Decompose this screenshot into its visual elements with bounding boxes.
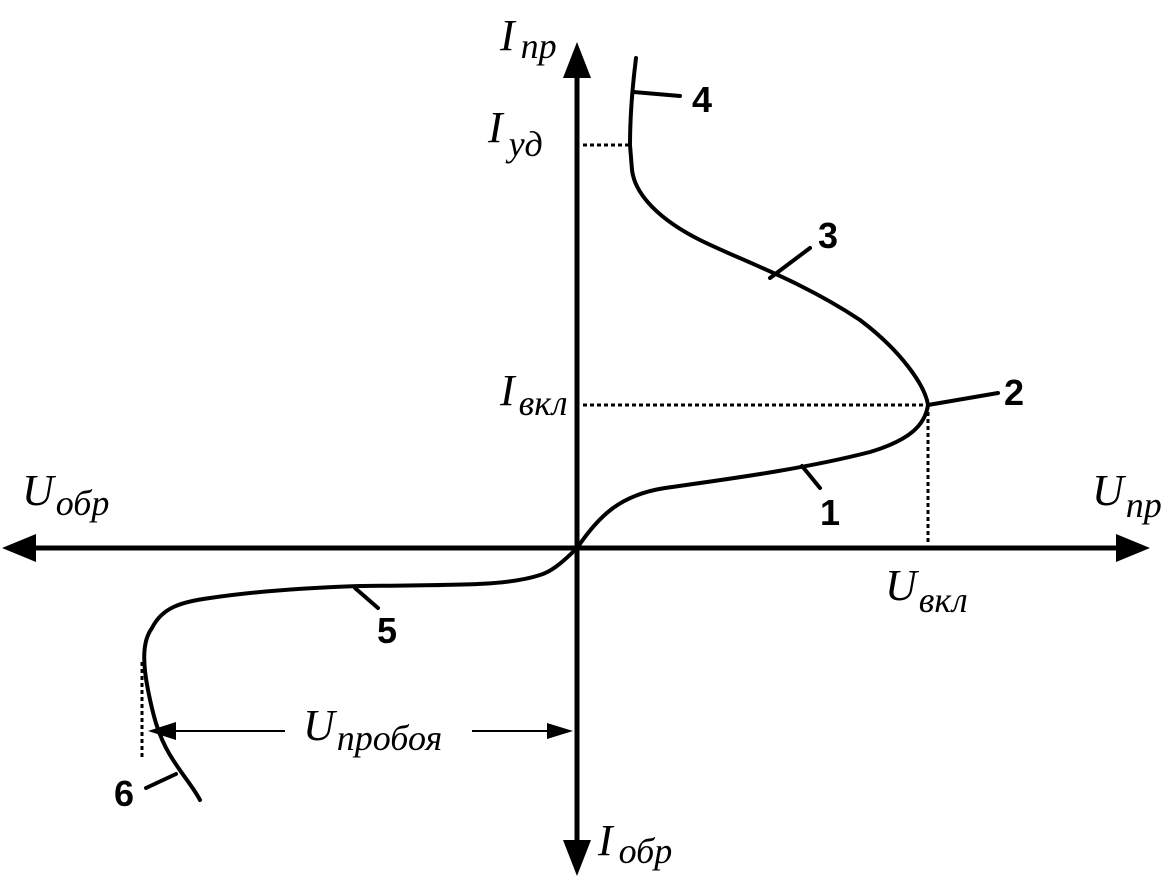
forward-current-arrowhead — [563, 42, 591, 78]
reverse-voltage-arrowhead — [2, 534, 36, 562]
region-4-leader — [632, 90, 682, 98]
region-2-number: 2 — [1004, 372, 1024, 413]
forward-voltage-arrowhead — [1116, 534, 1150, 562]
breakdown-arrowhead-right — [547, 723, 573, 739]
region-1-leader — [800, 464, 822, 490]
region-2-leader — [926, 391, 1000, 407]
switch-on-voltage-label: Uвкл — [885, 561, 968, 620]
region-3-leader — [768, 246, 812, 280]
region-4-number: 4 — [692, 79, 712, 120]
region-3-number: 3 — [818, 215, 838, 256]
region-5-leader — [353, 586, 380, 610]
region-6-number: 6 — [114, 773, 134, 814]
region-6-leader — [144, 772, 178, 790]
breakdown-voltage-label: Uпробоя — [303, 701, 442, 758]
reverse-voltage-label: Uобр — [22, 466, 109, 523]
region-5-number: 5 — [377, 610, 397, 651]
region-1-number: 1 — [820, 492, 840, 533]
reverse-branch-curve — [142, 546, 579, 802]
breakdown-arrowhead-left — [148, 722, 176, 740]
reverse-current-arrowhead — [563, 840, 591, 876]
forward-branch-curve — [575, 56, 930, 550]
forward-voltage-label: Uпр — [1092, 466, 1162, 525]
